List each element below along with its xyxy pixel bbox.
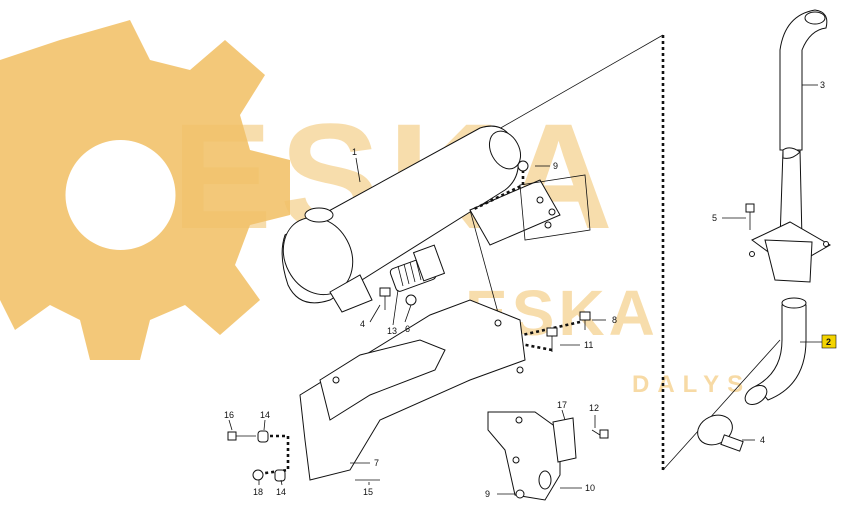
callout-3[interactable]: 3 (820, 80, 825, 90)
exhaust-stack (779, 9, 828, 241)
watermark-gear-icon (0, 20, 290, 360)
watermark-sub: DALYS (632, 371, 751, 398)
engine-bracket-detail (519, 174, 591, 241)
callout-1[interactable]: 1 (352, 147, 357, 157)
callout-11[interactable]: 11 (584, 340, 593, 350)
callout-2[interactable]: 2 (826, 337, 831, 347)
callout-14-top[interactable]: 14 (260, 410, 270, 420)
bolt-dash-14 (257, 434, 290, 476)
inlet-pipe (469, 179, 561, 246)
flex-bellows (389, 244, 446, 292)
leader-line-bottom (662, 339, 781, 471)
bolt-icon (227, 431, 256, 441)
main-bracket (299, 299, 526, 481)
screw-icon (355, 287, 609, 481)
pipe-clamp (697, 414, 744, 452)
callout-18[interactable]: 18 (253, 487, 263, 497)
callout-9-top[interactable]: 9 (553, 161, 558, 171)
callout-leaders (228, 84, 822, 495)
callout-13[interactable]: 13 (387, 326, 397, 336)
spacer-icon (257, 430, 286, 482)
nut-icon (252, 160, 529, 499)
callout-17[interactable]: 17 (557, 400, 567, 410)
support-plate (487, 411, 577, 501)
callout-7[interactable]: 7 (374, 458, 379, 468)
leader-to-bracket (469, 209, 501, 321)
callout-4-right[interactable]: 4 (760, 435, 765, 445)
stack-base-flange (749, 221, 832, 283)
flange-bolt (745, 203, 755, 230)
callout-2-highlight (821, 334, 837, 349)
callout-4-left[interactable]: 4 (360, 319, 365, 329)
callout-12[interactable]: 12 (589, 403, 599, 413)
callout-10[interactable]: 10 (585, 483, 595, 493)
callout-8[interactable]: 8 (612, 315, 617, 325)
callout-6[interactable]: 6 (405, 324, 410, 334)
muffler (281, 125, 522, 313)
callout-15[interactable]: 15 (363, 487, 373, 497)
callout-5[interactable]: 5 (712, 213, 717, 223)
callout-16[interactable]: 16 (224, 410, 234, 420)
bolt-dash-9 (471, 170, 525, 212)
elbow-pipe (744, 297, 807, 406)
callout-9-bottom[interactable]: 9 (485, 489, 490, 499)
callout-14-bottom[interactable]: 14 (276, 487, 286, 497)
